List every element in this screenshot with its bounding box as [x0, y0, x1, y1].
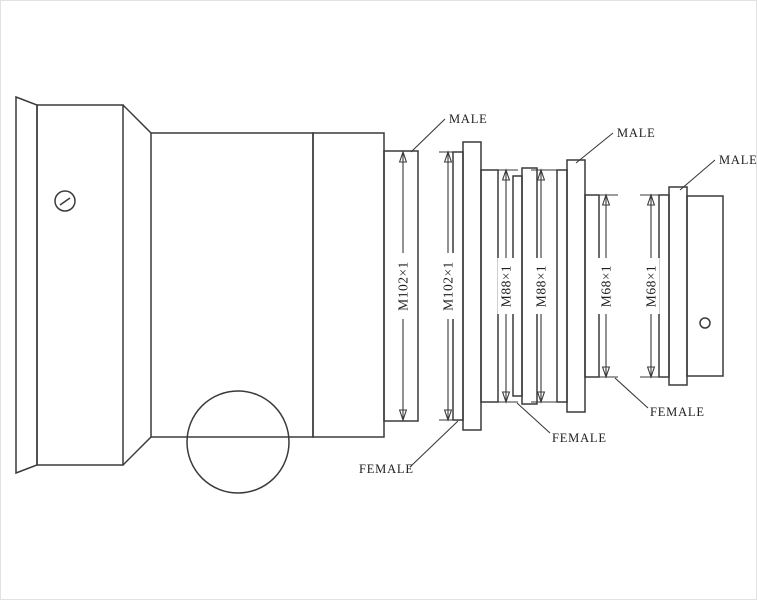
male2-label: MALE — [617, 126, 656, 140]
dim5-arrow-bottom — [601, 366, 611, 379]
dim4-label: M88×1 — [534, 265, 549, 307]
male2-leader-line — [575, 132, 614, 164]
dim3-arrow-top — [501, 168, 511, 181]
adapter4-body — [686, 195, 724, 377]
female1-leader-line — [409, 420, 459, 468]
callout-labels: MALE MALE MALE FEMALE FEMALE FEMALE — [359, 112, 757, 476]
dim6-label-mask — [642, 258, 660, 314]
dim1-label-mask — [394, 253, 412, 319]
adapter3-flange — [566, 159, 586, 413]
taper-edge-bottom — [122, 436, 152, 466]
adapter4-lip — [658, 194, 670, 378]
female3-label: FEMALE — [650, 405, 705, 419]
rear-cell — [312, 132, 385, 438]
female2-label: FEMALE — [552, 431, 607, 445]
dim6-label: M68×1 — [644, 265, 659, 307]
main-tube — [36, 104, 124, 466]
dim4-label-mask — [532, 258, 550, 314]
dew-shield-ring — [15, 95, 38, 475]
dim1-arrow-top — [398, 150, 408, 163]
male3-leader-line — [679, 159, 716, 191]
dim4-arrow-bottom — [536, 391, 546, 404]
drawtube — [383, 150, 419, 422]
adapter-rings — [452, 141, 724, 431]
dim5-label: M68×1 — [599, 265, 614, 307]
male1-leader-line — [410, 118, 446, 153]
dim5-arrow-top — [601, 193, 611, 206]
dimension-lines — [398, 150, 662, 422]
dimension-labels: M102×1 M102×1 M88×1 M88×1 M68×1 M68×1 — [394, 253, 660, 319]
dim2-arrow-bottom — [443, 409, 453, 422]
dim3-arrow-bottom — [501, 391, 511, 404]
adapter3-lip — [556, 169, 568, 403]
adapter4-flange — [668, 186, 688, 386]
male3-label: MALE — [719, 153, 757, 167]
dim2-label-mask — [439, 253, 457, 319]
dim2-label: M102×1 — [441, 261, 456, 311]
dim5-label-mask — [597, 258, 615, 314]
focuser-knob — [186, 390, 290, 494]
callout-leaders — [409, 118, 716, 468]
dim1-label: M102×1 — [396, 261, 411, 311]
taper-edge-top — [122, 104, 152, 134]
dim3-label: M88×1 — [499, 265, 514, 307]
dim3-label-mask — [497, 258, 515, 314]
dim6-arrow-top — [646, 193, 656, 206]
dim1-arrow-bottom — [398, 409, 408, 422]
adapter1-flange — [462, 141, 482, 431]
female3-leader-line — [614, 377, 649, 409]
dim6-arrow-bottom — [646, 366, 656, 379]
adapter3-tube — [584, 194, 600, 378]
female1-label: FEMALE — [359, 462, 414, 476]
adapter4-thumbscrew-hole — [699, 317, 711, 329]
female2-leader-line — [516, 402, 551, 434]
telescope-body — [15, 95, 419, 494]
retaining-screw-slot — [59, 197, 71, 206]
adapter1-tube — [480, 169, 499, 403]
male1-label: MALE — [449, 112, 488, 126]
dim2-arrow-top — [443, 150, 453, 163]
dim4-arrow-top — [536, 168, 546, 181]
retaining-screw — [54, 190, 76, 212]
